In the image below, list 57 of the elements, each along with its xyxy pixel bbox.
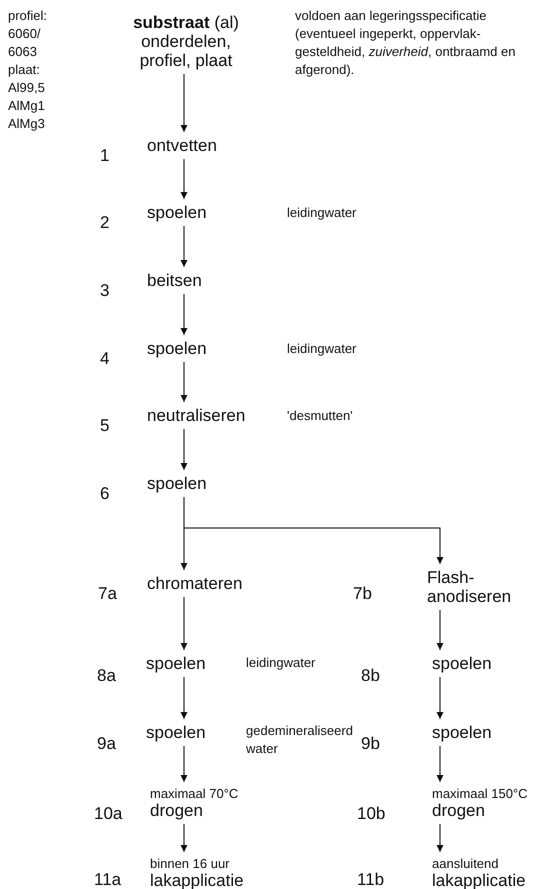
step-number: 9b [361, 734, 380, 753]
arrow [436, 676, 444, 720]
step-number: 10a [94, 804, 122, 823]
step-condition: binnen 16 uur [150, 856, 231, 871]
step-label: spoelen [147, 339, 208, 358]
step-label: chromateren [147, 574, 244, 593]
arrow [436, 610, 444, 650]
step-note: gedemineraliseerd water [246, 722, 354, 758]
arrow [180, 824, 188, 852]
step-number: 11b [357, 870, 384, 889]
step-number: 8b [361, 666, 380, 685]
step-number: 7a [98, 584, 117, 603]
step-number: 11a [94, 870, 122, 889]
step-label: spoelen [146, 723, 207, 742]
step-label: drogen [150, 801, 204, 820]
arrow [180, 676, 188, 720]
arrow [180, 746, 188, 782]
step-condition: aansluitend [432, 856, 500, 871]
requirement-note: voldoen aan legeringsspecificatie (eventueel ingeperkt, oppervlak-gesteldheid, zuiverheid, ontbraamd en afgerond). [295, 7, 516, 79]
arrow [180, 158, 188, 200]
arrow [180, 226, 188, 268]
step-number: 1 [100, 146, 110, 165]
step-number: 7b [353, 584, 372, 603]
step-label: spoelen [432, 654, 493, 673]
step-label: spoelen [432, 723, 493, 742]
step-label: ontvetten [147, 136, 218, 155]
step-label: beitsen [147, 271, 203, 290]
step-number: 3 [100, 281, 110, 300]
step-label: Flash-anodiseren [427, 568, 512, 606]
arrow [184, 496, 444, 564]
arrow [180, 294, 188, 336]
arrow [180, 596, 188, 650]
arrow [436, 746, 444, 782]
step-label: spoelen [146, 654, 207, 673]
step-number: 5 [100, 416, 110, 435]
step-condition: maximaal 70°C [150, 786, 240, 801]
step-note: leidingwater [287, 204, 358, 222]
step-note: leidingwater [287, 340, 358, 358]
step-number: 6 [100, 484, 110, 503]
step-condition: maximaal 150°C [432, 786, 529, 801]
step-label: spoelen [147, 474, 208, 493]
step-number: 4 [100, 349, 110, 368]
arrow [180, 74, 188, 132]
step-number: 8a [97, 666, 116, 685]
step-number: 2 [100, 213, 110, 232]
step-note: 'desmutten' [287, 407, 354, 425]
step-number: 9a [97, 734, 116, 753]
alloy-note: profiel: 6060/ 6063 plaat: Al99,5 AlMg1 AlMg3 [8, 7, 48, 133]
arrow [436, 824, 444, 852]
arrow [180, 428, 188, 470]
step-label: spoelen [147, 203, 208, 222]
step-number: 10b [357, 804, 386, 823]
step-label: neutraliseren [147, 406, 246, 425]
arrow [180, 362, 188, 402]
step-note: leidingwater [246, 654, 316, 672]
step-label: drogen [432, 801, 486, 820]
step-label: substraat (al) onderdelen, profiel, plaat [132, 13, 240, 70]
